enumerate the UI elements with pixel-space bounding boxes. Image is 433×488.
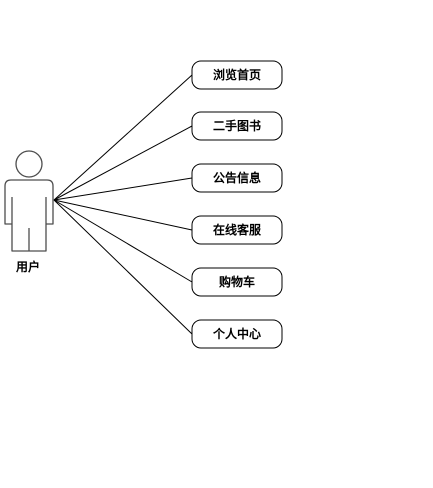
- use-case-box: [191, 215, 283, 245]
- association-line-4: [53, 199, 193, 231]
- use-case-label: 浏览首页: [213, 67, 261, 82]
- use-case-label: 购物车: [219, 274, 255, 289]
- use-case-2: 二手图书: [191, 111, 283, 141]
- use-case-label: 二手图书: [213, 118, 261, 133]
- use-case-6: 个人中心: [191, 319, 283, 349]
- use-case-3: 公告信息: [191, 163, 283, 193]
- use-case-box: [191, 319, 283, 349]
- association-line-3: [53, 177, 193, 201]
- association-line-2: [53, 125, 193, 201]
- use-case-box: [191, 163, 283, 193]
- use-case-label: 公告信息: [213, 170, 261, 185]
- association-line-5: [53, 199, 193, 283]
- actor-label: 用户: [15, 259, 40, 274]
- use-case-1: 浏览首页: [191, 60, 283, 90]
- use-case-box: [191, 111, 283, 141]
- use-case-box: [191, 60, 283, 90]
- use-case-label: 在线客服: [213, 222, 262, 237]
- use-case-label: 个人中心: [212, 326, 261, 341]
- actor-body: [4, 179, 54, 252]
- association-line-1: [53, 74, 193, 201]
- use-case-5: 购物车: [191, 267, 283, 297]
- actor-head: [15, 150, 43, 178]
- association-lines: [53, 74, 193, 335]
- use-case-4: 在线客服: [191, 215, 283, 245]
- association-line-6: [53, 199, 193, 335]
- use-case-box: [191, 267, 283, 297]
- actor-user: 用户: [4, 150, 54, 274]
